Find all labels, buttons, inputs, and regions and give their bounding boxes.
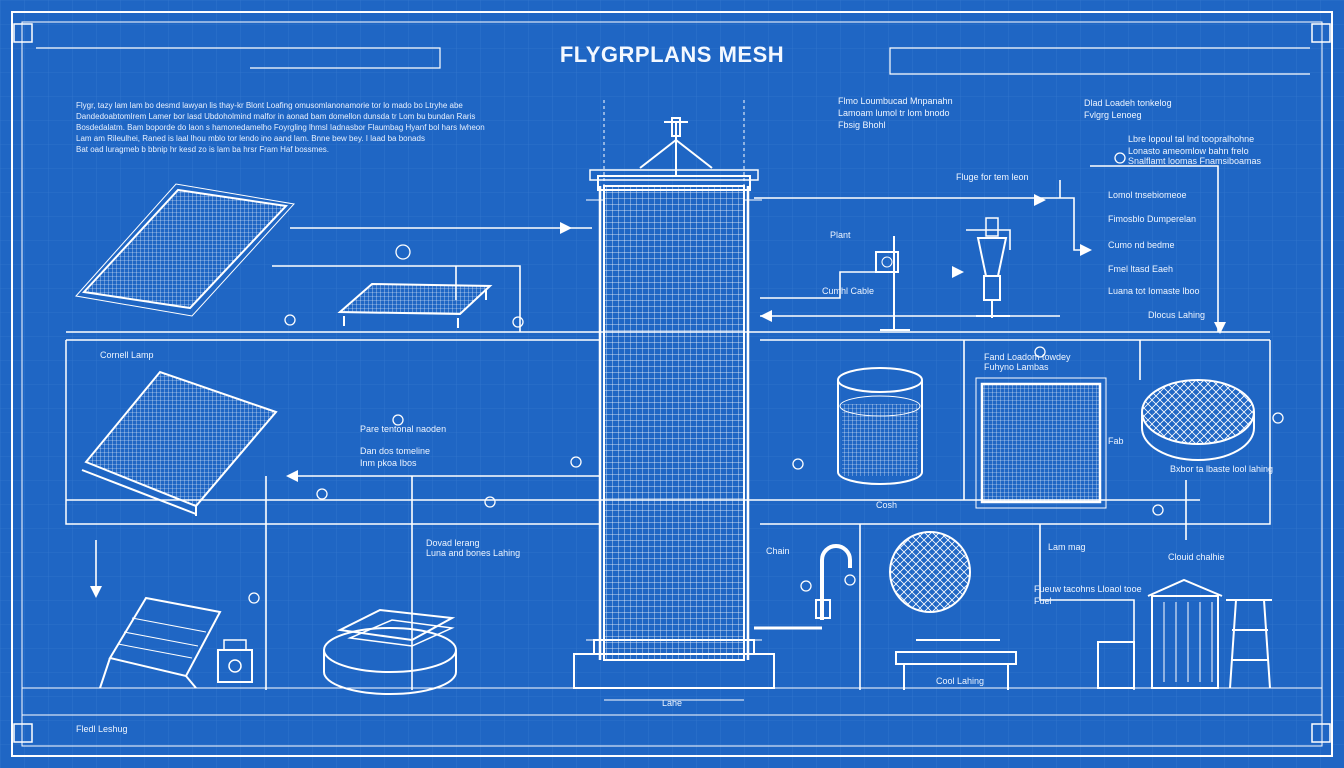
blueprint-title: FLYGRPLANS MESH bbox=[559, 42, 785, 67]
label-bottom-center: Lahe bbox=[662, 698, 683, 708]
mesh-cylinder bbox=[837, 367, 923, 485]
label-pare: Pare tentonal naoden bbox=[360, 424, 447, 434]
mesh-panel-large bbox=[75, 183, 295, 317]
small-machine bbox=[217, 639, 253, 683]
mesh-tray bbox=[337, 282, 493, 328]
label-flow-box2: Dan dos tomeline bbox=[360, 446, 431, 456]
right-note: Snalflamt loomas Fnamsiboamas bbox=[1128, 156, 1262, 166]
label-top-right-2: Fvlgrg Lenoeg bbox=[1084, 110, 1142, 120]
callout-markers bbox=[248, 152, 1284, 604]
label-chain: Chain bbox=[766, 546, 790, 556]
intro-notes: Flygr, tazy lam lam bo desmd lawyan lis … bbox=[76, 100, 526, 155]
valve-unit bbox=[875, 236, 910, 331]
label-mid-cable: Dovad lerang bbox=[426, 538, 480, 548]
label-mid-right: Dlocus Lahing bbox=[1148, 310, 1206, 320]
pipe-fitting bbox=[754, 544, 852, 630]
right-note: Fand Loadom towdey bbox=[984, 352, 1071, 362]
intro-note-line: Dandedoabtomlrem Lamer bor lasd Ubdoholm… bbox=[76, 112, 476, 121]
right-note: Flmo Loumbucad Mnpanahn bbox=[838, 96, 953, 106]
right-note: Cumo nd bedme bbox=[1108, 240, 1175, 250]
workbench bbox=[895, 639, 1017, 690]
stacked-mesh-sheets bbox=[323, 608, 457, 695]
ladder-stand bbox=[1226, 599, 1272, 689]
right-note: Fuel bbox=[1034, 596, 1052, 606]
funnel-assembly bbox=[976, 217, 1010, 318]
label-lam: Lam mag bbox=[1048, 542, 1086, 552]
right-note: Fuhyno Lambas bbox=[984, 362, 1049, 372]
right-note: Fbsig Bhohl bbox=[838, 120, 886, 130]
label-cool: Cool Lahing bbox=[936, 676, 985, 686]
arrow-heads bbox=[90, 194, 1226, 598]
right-note: Fueuw tacohns Lloaol tooe bbox=[1034, 584, 1142, 594]
label-chm: Clouid chalhie bbox=[1168, 552, 1225, 562]
woven-disc bbox=[889, 531, 971, 613]
intro-note-line: Lam am Rileulhei, Raned is laal lhou mbl… bbox=[76, 134, 425, 143]
intro-note-line: Flygr, tazy lam lam bo desmd lawyan lis … bbox=[76, 101, 463, 110]
framed-mesh-square bbox=[975, 377, 1107, 509]
label-fab: Fab bbox=[1108, 436, 1124, 446]
right-note: Lamoam lumol tr lom bnodo bbox=[838, 108, 950, 118]
mesh-panel-mid bbox=[81, 370, 278, 516]
corner-marks bbox=[13, 23, 1331, 743]
label-cosh: Cosh bbox=[876, 500, 898, 510]
central-mesh-tower bbox=[573, 100, 775, 701]
intro-note-line: Bat oad luragmeb b bbnip hr kesd zo is l… bbox=[76, 145, 329, 154]
label-flow-box: Fluge for tem leon bbox=[956, 172, 1029, 182]
right-note: Fimosblo Dumperelan bbox=[1108, 214, 1197, 224]
label-cumhl-cable: Cumhl Cable bbox=[822, 286, 875, 296]
right-note: Bxbor ta lbaste lool lahing bbox=[1170, 464, 1274, 474]
solar-panel bbox=[99, 596, 222, 689]
label-plant: Plant bbox=[830, 230, 851, 240]
label-mid-cable2: Luna and bones Lahing bbox=[426, 548, 521, 558]
right-note: Lbre lopoul tal lnd toopralhohne bbox=[1128, 134, 1255, 144]
filter-housing bbox=[1097, 578, 1223, 689]
label-top-right-1: Dlad Loadeh tonkelog bbox=[1084, 98, 1172, 108]
intro-note-line: Bosdedalatm. Bam boporde do laon s hamon… bbox=[76, 123, 485, 132]
right-note: Lomol tnsebiomeoe bbox=[1108, 190, 1187, 200]
right-note: Luana tot Iomaste lboo bbox=[1108, 286, 1200, 296]
bottom-left-label: Fledl Leshug bbox=[76, 724, 128, 734]
right-note: Fmel ltasd Eaeh bbox=[1108, 264, 1174, 274]
right-note: Lonasto ameomlow bahn frelo bbox=[1128, 146, 1249, 156]
round-mesh-disc bbox=[1141, 379, 1255, 461]
label-flow-box3: Inm pkoa Ibos bbox=[360, 458, 417, 468]
label-corrl-lamp: Cornell Lamp bbox=[100, 350, 154, 360]
